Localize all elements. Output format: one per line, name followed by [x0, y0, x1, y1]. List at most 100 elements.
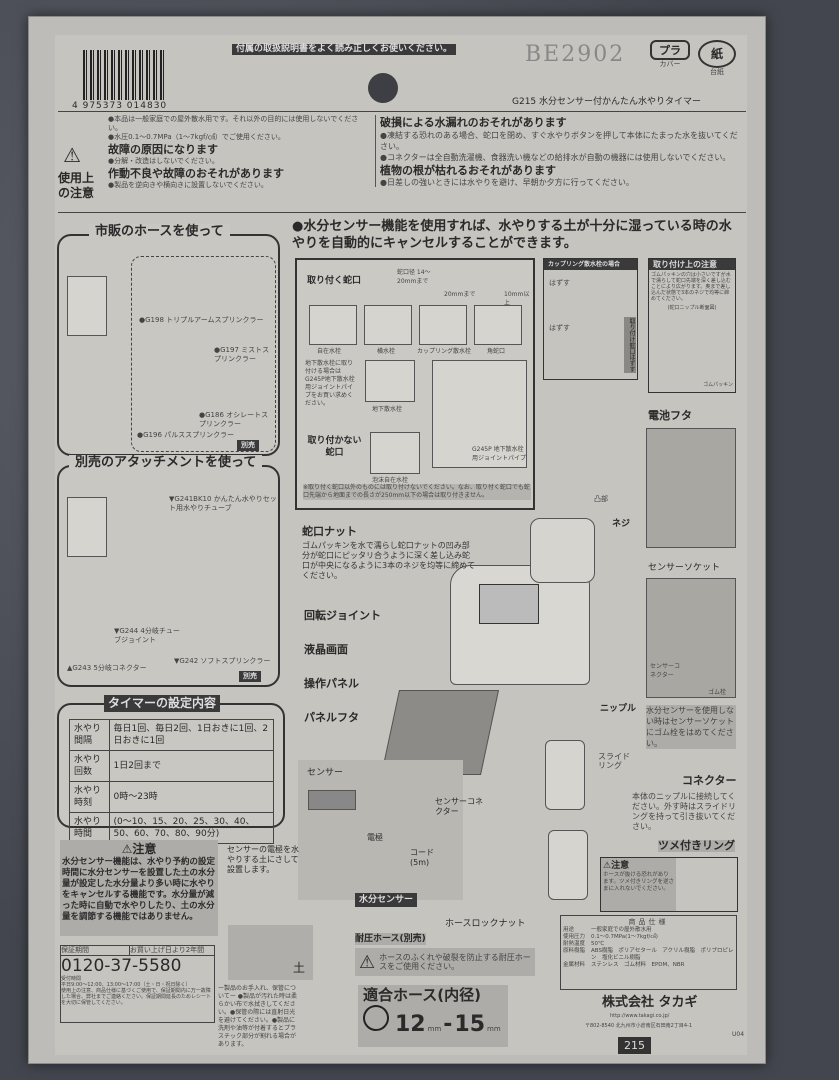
sold-separately-badge: 別売	[237, 440, 259, 451]
electrode-label: 電極	[367, 833, 383, 842]
warning-heading: 故障の原因になります	[108, 143, 218, 156]
cord-label: コード (5m)	[410, 848, 434, 867]
phone-number: 0120-37-5580	[61, 956, 182, 976]
diameter-icon	[363, 1005, 389, 1031]
hose-size-max: 15	[454, 1012, 486, 1037]
caution-text: 水分センサー機能は、水やり予約の設定時間に水分センサーを設置した土の水分量が設定…	[62, 857, 216, 922]
product-item: ▼G244 4分岐チューブジョイント	[114, 627, 180, 644]
headline: ●水分センサー機能を使用すれば、水やりする土が十分に湿っている時の水やりを自動的…	[292, 219, 732, 251]
warranty-label: 保証期間	[61, 946, 130, 955]
product-item: ▼G241BK10 かんたん水やりセット用水やりチューブ	[169, 495, 277, 512]
length-note: 10mm以上	[504, 291, 530, 307]
warning-icon: ⚠	[359, 951, 376, 973]
faucet-nut-illustration	[530, 518, 595, 583]
product-item: ●G186 オシレートスプリンクラー	[199, 411, 269, 428]
faucet-footnote: ※取り付く蛇口以外のものには取り付けないでください。なお、取り付く蛇口でも蛇口先…	[303, 484, 531, 500]
hose-size-min: 12	[395, 1012, 426, 1037]
warning-text: ●凍結する恐れのある場合、蛇口を閉め、すぐ水やりボタンを押して本体にたまった水を…	[380, 131, 738, 162]
faucet-compat-box: 取り付く蛇口 蛇口径 14〜20mmまで 20mmまで 10mm以上 自在水栓 …	[295, 258, 535, 510]
warning-section-label: 使用上の注意	[58, 171, 95, 200]
sprinkler-group	[131, 256, 276, 452]
divider	[58, 111, 746, 112]
screw-label: ネジ	[612, 519, 631, 529]
panel-title: 市販のホースを使って	[89, 224, 230, 239]
sensor-badge: 水分センサー	[355, 893, 418, 907]
product-item: ▼G242 ソフトスプリンクラー	[174, 657, 271, 665]
soil-label: 土	[292, 961, 305, 975]
warranty-box: 保証期間お買い上げ日より2年間 0120-37-5580 受付時間 平日9:00…	[60, 945, 215, 1023]
faucet-nut-label: 蛇口ナット	[302, 525, 357, 538]
attach-label: 取り付く蛇口	[307, 276, 362, 286]
joint-pipe-illustration	[432, 360, 527, 468]
mount-note-box: 取り付け上の注意 ゴムパッキンの穴は小さいですが水で濡らして蛇口先端を深く差し込…	[648, 258, 736, 393]
warning-heading: 植物の根が枯れるおそれがあります	[380, 164, 556, 177]
hose-warning-text: ホースのふくれや破裂を防止する耐圧ホースをご使用ください。	[379, 953, 531, 971]
mount-note-text: ゴムパッキンの穴は小さいですが水で濡らして蛇口先端を深く差し込むことにより広がり…	[651, 272, 731, 302]
sensor-socket-label: センサーソケット	[648, 563, 721, 573]
diagram-caption: (蛇口ニップル断面図)	[667, 305, 717, 311]
unit: mm	[487, 1025, 501, 1033]
warning-text: ●日差しの強いときには水やりを避け、早朝か夕方に行ってください。	[380, 178, 634, 187]
hose-warning: ⚠ホースのふくれや破裂を防止する耐圧ホースをご使用ください。	[355, 948, 535, 976]
hose-lock-nut-illustration	[548, 830, 588, 900]
hang-hole	[368, 73, 398, 103]
warning-heading: 作動不良や故障のおそれがあります	[108, 167, 284, 180]
no-attach-type: 泡沫自在水栓	[372, 477, 409, 484]
company-url: http://www.takagi.co.jp/	[610, 1013, 670, 1019]
warning-text: ●製品を逆向きや横向きに設置しないでください。	[108, 181, 268, 189]
sensor-unused-note: 水分センサーを使用しない時はセンサーソケットにゴム栓をはめてください。	[646, 705, 736, 749]
faucet-type-icon	[419, 305, 467, 345]
product-item: ●G198 トリプルアームスプリンクラー	[139, 316, 264, 324]
claw-ring-label: ツメ付きリング	[658, 839, 735, 852]
sensor-socket-illustration	[646, 578, 736, 698]
faucet-type-label: 角蛇口	[487, 348, 506, 355]
convex-label: 凸部	[594, 495, 608, 503]
claw-ring-caution: ⚠注意 ホースが抜ける恐れがあります。ツメ付きリングを逆さまに入れないでください…	[600, 857, 738, 912]
company-address: 〒802-8540 北九州市小倉南区石田南2丁目4-1	[585, 1023, 693, 1029]
panel-title: 別売のアタッチメントを使って	[69, 455, 263, 470]
warning-text: ●水圧0.1〜0.7MPa（1〜7kgf/㎠）でご使用ください。	[108, 133, 285, 141]
lcd-label: 液晶画面	[304, 643, 348, 656]
battery-cover-illustration	[646, 428, 736, 548]
connector-illustration	[545, 740, 585, 810]
pipe-label: G245P 地下散水栓用ジョイントパイプ	[472, 446, 527, 462]
pressure-hose-label: 耐圧ホース(別売)	[355, 933, 426, 945]
battery-cover-label: 電池フタ	[648, 409, 692, 422]
barcode	[83, 50, 167, 100]
underground-label: 地下散水栓	[372, 406, 403, 413]
hours-label: 受付時間	[61, 976, 82, 982]
mount-note-title: 取り付け上の注意	[649, 259, 735, 270]
control-panel-label: 操作パネル	[304, 677, 359, 690]
sold-separately-badge: 別売	[239, 671, 261, 682]
warning-icon: ⚠	[63, 143, 81, 167]
spec-title: 商品仕様	[628, 918, 669, 926]
faucet-type-icon	[364, 305, 412, 345]
lcd-screen	[479, 584, 539, 624]
hose-lock-nut-label: ホースロックナット	[445, 919, 526, 929]
coupling-box: カップリング散水栓の場合 はずす はずす 取り付け蛇口はずす	[543, 258, 638, 380]
notice-banner: 付属の取扱説明書をよく読み正しくお使いください。	[232, 44, 457, 55]
not-compatible-faucet-icon	[370, 432, 420, 474]
caution-title: ⚠注意	[121, 842, 157, 856]
underground-note: 地下散水栓に取り付ける場合はG245P地下散水栓用ジョイントパイプをお買い求めく…	[305, 360, 355, 407]
lot-code: BE2902	[525, 42, 626, 67]
panel-title: タイマーの設定内容	[104, 695, 221, 712]
no-attach-label: 取り付かない蛇口	[307, 436, 362, 458]
underground-faucet-icon	[365, 360, 415, 402]
rubber-plug-label: ゴム栓	[708, 689, 727, 696]
sensor-label: センサー	[307, 768, 344, 778]
faucet-type-icon	[474, 305, 522, 345]
model-tab: 215	[618, 1037, 651, 1054]
warranty-value: お買い上げ日より2年間	[129, 946, 205, 954]
soil-illustration: 土	[228, 925, 313, 980]
product-title: G215 水分センサー付かんたん水やりタイマー	[512, 97, 702, 107]
faucet-type-label: 横水栓	[377, 348, 396, 355]
faucet-type-label: 自在水栓	[317, 348, 342, 355]
warning-text: ●分解・改造はしないでください。	[108, 157, 219, 165]
diameter-note: 蛇口径 14〜20mmまで	[397, 269, 431, 285]
hose-panel: 市販のホースを使って ●G198 トリプルアームスプリンクラー ●G197 ミス…	[57, 224, 280, 456]
connector-note: 本体のニップルに接続してください。外す時はスライドリングを持って引き抜いてくださ…	[632, 792, 736, 831]
timer-illustration	[67, 276, 107, 336]
